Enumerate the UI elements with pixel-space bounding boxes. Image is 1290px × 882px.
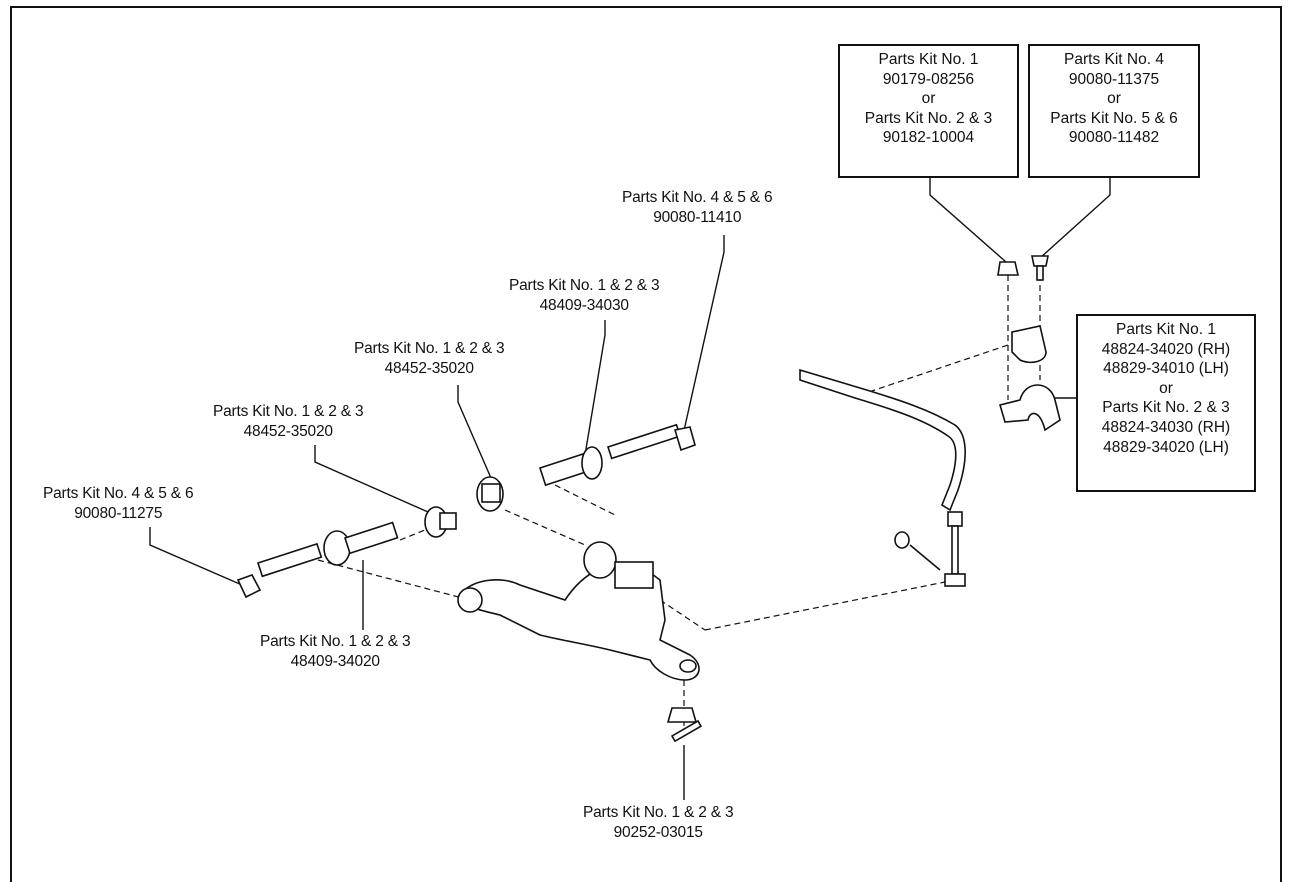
- callout-cam-lower-partno: 48409-34020: [290, 653, 380, 670]
- washer-mid-part: [476, 476, 504, 512]
- nut-kit-line-4: Parts Kit No. 2 & 3: [864, 109, 993, 127]
- nut-kit-line-1: Parts Kit No. 1: [878, 51, 979, 68]
- bracket-kit-box: Parts Kit No. 1 48824-34020 (RH) 48829-3…: [1076, 314, 1256, 492]
- callout-cam-upper-partno: 48409-34030: [539, 297, 629, 314]
- callout-bolt-left-partno: 90080-11275: [74, 505, 163, 522]
- cam-bolt-upper-part: [538, 446, 603, 487]
- bracket-kit-line-1: Parts Kit No. 1: [1116, 321, 1216, 338]
- bolt-left-part: [236, 542, 323, 599]
- assembly-line-stabilizer: [859, 344, 1009, 396]
- bolt-upper-part: [606, 423, 696, 460]
- stabilizer-bushing-part: [1011, 325, 1047, 364]
- callout-washer-left-kit: Parts Kit No. 1 & 2 & 3: [213, 403, 364, 420]
- bracket-kit-line-2: 48824-34020 (RH): [1101, 340, 1231, 358]
- bracket-kit-line-6: 48824-34030 (RH): [1101, 418, 1231, 436]
- bolt-kit-line-4: Parts Kit No. 5 & 6: [1050, 109, 1178, 127]
- stabilizer-bracket-part: [998, 384, 1061, 432]
- cam-bolt-lower-part: [323, 521, 399, 566]
- leader-cam-upper: [584, 320, 606, 456]
- bracket-kit-line-4: or: [1159, 379, 1173, 397]
- assembly-line-link-b: [659, 599, 706, 631]
- nut-kit-line-5: 90182-10004: [882, 129, 975, 147]
- callout-cam-lower: Parts Kit No. 1 & 2 & 3 48409-34020: [260, 632, 411, 672]
- bolt-kit-line-5: 90080-11482: [1068, 129, 1160, 147]
- stabilizer-link-part: [894, 511, 966, 587]
- callout-cam-lower-kit: Parts Kit No. 1 & 2 & 3: [260, 633, 411, 650]
- callout-washer-left-partno: 48452-35020: [243, 423, 333, 440]
- lower-control-arm-part: [457, 541, 700, 681]
- callout-washer-mid-kit: Parts Kit No. 1 & 2 & 3: [354, 340, 505, 357]
- stabilizer-bar-part: [799, 368, 966, 512]
- diagram-frame: [10, 6, 1282, 882]
- leader-bolt-left: [149, 527, 243, 586]
- leader-washer-left: [314, 445, 429, 513]
- leader-bolt-upper: [682, 235, 725, 436]
- callout-washer-mid: Parts Kit No. 1 & 2 & 3 48452-35020: [354, 339, 505, 379]
- assembly-line-washer: [399, 527, 431, 541]
- callout-bolt-left: Parts Kit No. 4 & 5 & 6 90080-11275: [43, 484, 194, 524]
- bolt-kit-box: Parts Kit No. 4 90080-11375 or Parts Kit…: [1028, 44, 1200, 178]
- callout-washer-mid-partno: 48452-35020: [384, 360, 474, 377]
- callout-washer-left: Parts Kit No. 1 & 2 & 3 48452-35020: [213, 402, 364, 442]
- bracket-bolt-part: [1031, 255, 1049, 281]
- callout-pin-kit: Parts Kit No. 1 & 2 & 3: [583, 804, 734, 821]
- bolt-kit-line-3: or: [1107, 90, 1121, 108]
- callout-bolt-left-kit: Parts Kit No. 4 & 5 & 6: [43, 485, 194, 502]
- callout-pin-partno: 90252-03015: [613, 824, 703, 841]
- nut-kit-line-3: or: [921, 90, 936, 108]
- bracket-kit-line-5: Parts Kit No. 2 & 3: [1102, 399, 1230, 417]
- callout-bolt-upper: Parts Kit No. 4 & 5 & 6 90080-11410: [622, 188, 773, 228]
- assembly-line-left-bolt: [317, 559, 471, 601]
- leader-washer-mid: [457, 385, 495, 486]
- bracket-nut-part: [997, 261, 1020, 276]
- callout-bolt-upper-partno: 90080-11410: [653, 209, 742, 226]
- callout-pin: Parts Kit No. 1 & 2 & 3 90252-03015: [583, 803, 734, 843]
- callout-cam-upper: Parts Kit No. 1 & 2 & 3 48409-34030: [509, 276, 660, 316]
- assembly-line-cam-upper: [504, 509, 586, 546]
- bracket-kit-line-7: 48829-34020 (LH): [1103, 438, 1229, 456]
- castle-nut-part: [666, 707, 698, 723]
- bolt-kit-line-1: Parts Kit No. 4: [1064, 51, 1164, 68]
- nut-kit-box: Parts Kit No. 1 90179-08256 or Parts Kit…: [838, 44, 1019, 178]
- bolt-kit-line-2: 90080-11375: [1068, 70, 1160, 88]
- assembly-line-cam-upper-b: [554, 484, 616, 516]
- leader-nut-box: [929, 177, 1007, 263]
- cotter-pin-part: [670, 719, 703, 743]
- nut-kit-line-2: 90179-08256: [882, 70, 975, 88]
- assembly-line-link: [704, 579, 956, 631]
- leader-bolt-box: [1039, 177, 1111, 259]
- callout-bolt-upper-kit: Parts Kit No. 4 & 5 & 6: [622, 189, 773, 206]
- bracket-kit-line-3: 48829-34010 (LH): [1103, 360, 1229, 378]
- callout-cam-upper-kit: Parts Kit No. 1 & 2 & 3: [509, 277, 660, 294]
- washer-left-part: [424, 506, 457, 538]
